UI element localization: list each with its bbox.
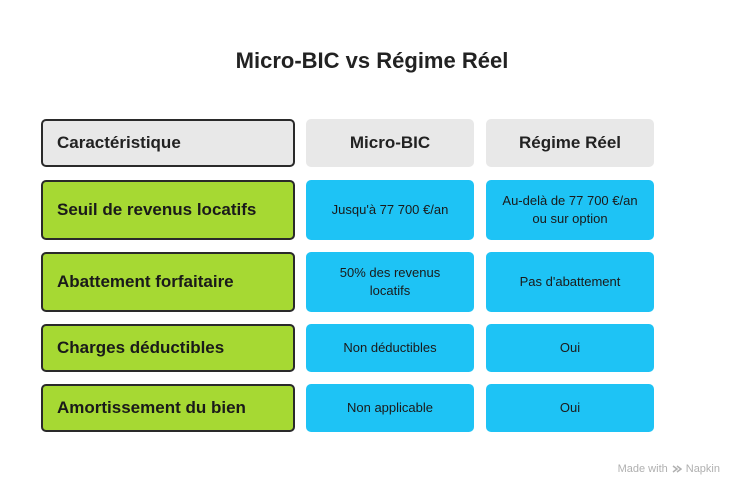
cell-reel-abattement: Pas d'abattement [486, 252, 654, 312]
cell-micro-charges: Non déductibles [306, 324, 474, 372]
cell-micro-abattement: 50% des revenus locatifs [306, 252, 474, 312]
cell-reel-seuil: Au-delà de 77 700 €/an ou sur option [486, 180, 654, 240]
cell-micro-seuil: Jusqu'à 77 700 €/an [306, 180, 474, 240]
header-characteristic: Caractéristique [41, 119, 295, 167]
header-regime-reel: Régime Réel [486, 119, 654, 167]
cell-micro-amortissement: Non applicable [306, 384, 474, 432]
row-label-amortissement: Amortissement du bien [41, 384, 295, 432]
row-label-abattement: Abattement forfaitaire [41, 252, 295, 312]
made-with-napkin: Made with Napkin [618, 463, 720, 475]
cell-reel-amortissement: Oui [486, 384, 654, 432]
napkin-logo-icon [672, 464, 682, 474]
header-micro-bic: Micro-BIC [306, 119, 474, 167]
made-with-label: Made with [617, 463, 668, 475]
page-title: Micro-BIC vs Régime Réel [235, 48, 509, 73]
napkin-brand-label: Napkin [685, 463, 720, 475]
row-label-seuil: Seuil de revenus locatifs [41, 180, 295, 240]
cell-reel-charges: Oui [486, 324, 654, 372]
row-label-charges: Charges déductibles [41, 324, 295, 372]
